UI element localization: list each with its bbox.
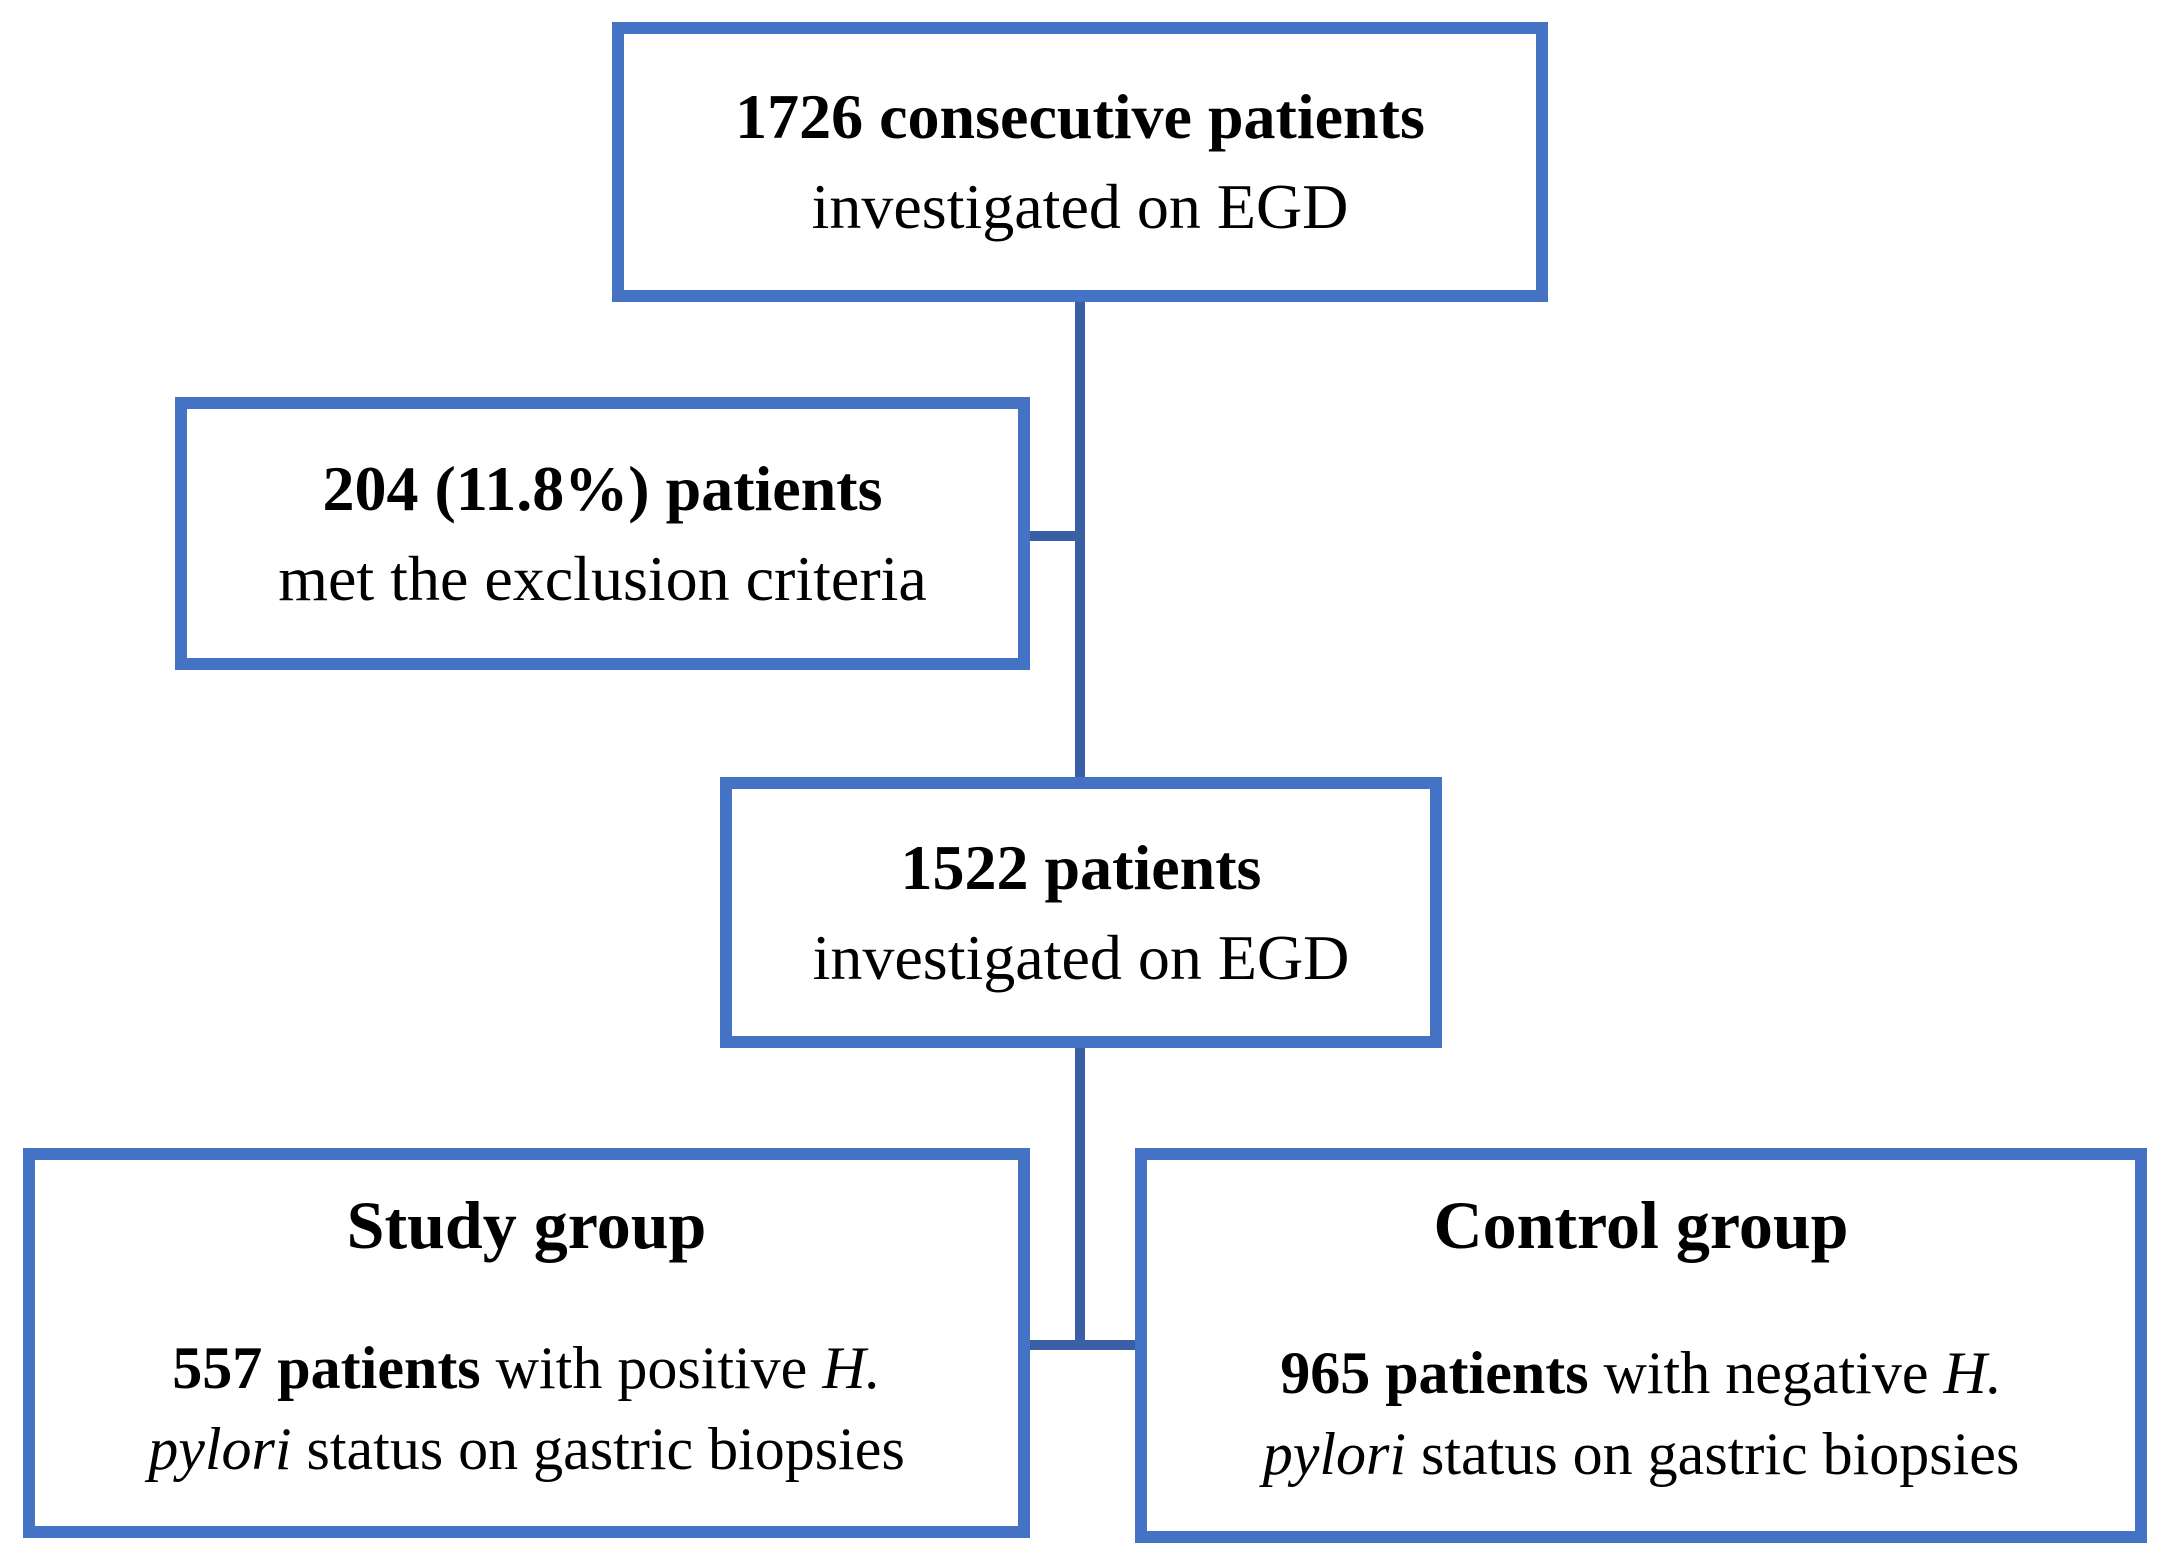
excluded-patients-count: 204 (11.8%) patients bbox=[322, 452, 883, 524]
connector-excluded-branch-line bbox=[1024, 531, 1082, 541]
study-group-box: Study group 557 patients with positive H… bbox=[23, 1148, 1030, 1538]
connector-groups-horizontal-line bbox=[1024, 1340, 1142, 1350]
included-patients-box: 1522 patients investigated on EGD bbox=[720, 777, 1442, 1048]
included-patients-desc: investigated on EGD bbox=[812, 921, 1350, 993]
study-group-desc-line1: 557 patients with positive H. bbox=[172, 1335, 881, 1401]
control-group-box: Control group 965 patients with negative… bbox=[1135, 1148, 2147, 1543]
study-group-description: 557 patients with positive H. pylori sta… bbox=[148, 1328, 905, 1490]
total-patients-count: 1726 consecutive patients bbox=[735, 81, 1425, 152]
included-patients-count: 1522 patients bbox=[900, 831, 1262, 903]
excluded-patients-desc: met the exclusion criteria bbox=[278, 542, 927, 614]
control-group-desc-line2: pylori status on gastric biopsies bbox=[1262, 1421, 2020, 1487]
connector-included-to-groups-line bbox=[1075, 1045, 1085, 1348]
study-group-title: Study group bbox=[346, 1187, 707, 1263]
control-group-description: 965 patients with negative H. pylori sta… bbox=[1263, 1333, 2020, 1495]
control-group-desc-line1: 965 patients with negative H. bbox=[1280, 1340, 2002, 1406]
total-patients-box: 1726 consecutive patients investigated o… bbox=[612, 22, 1548, 302]
total-patients-desc: investigated on EGD bbox=[811, 171, 1349, 242]
control-group-title: Control group bbox=[1433, 1187, 1849, 1263]
excluded-patients-box: 204 (11.8%) patients met the exclusion c… bbox=[175, 397, 1030, 670]
study-group-desc-line2: pylori status on gastric biopsies bbox=[148, 1416, 905, 1482]
